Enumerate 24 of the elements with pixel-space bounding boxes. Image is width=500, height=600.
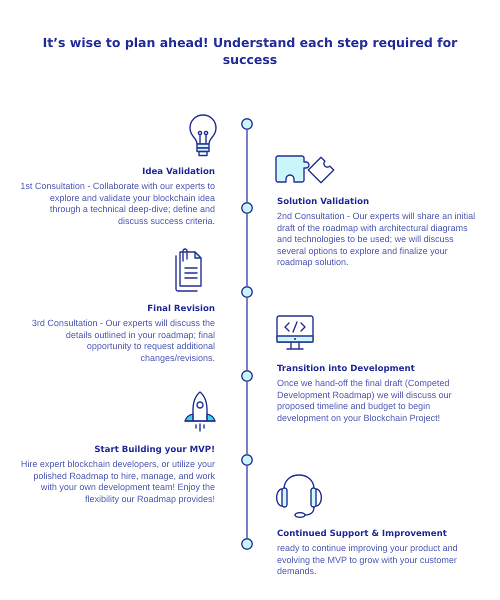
timeline-line <box>246 130 248 202</box>
step-description: 3rd Consultation - Our experts will discuss the details outlined in your roadmap; final opportunity to request additional changes/revisions. <box>30 318 215 364</box>
title: It’s wise to plan ahead! Understand each step required for success <box>42 34 458 68</box>
timeline-dot <box>241 370 253 382</box>
step-heading: Idea Validation <box>141 166 215 178</box>
step-description: Once we hand-off the final draft (Competed Development Roadmap) we will discuss our proposed timeline and budget to begin development on your Blockchain Project! <box>277 378 453 424</box>
step-description: Hire expert blockchain developers, or utilize your polished Roadmap to hire, manage, and work with your own development team! Enjoy the flexibility our Roadmap provides! <box>20 459 215 505</box>
timeline-dot <box>241 202 253 214</box>
timeline-line <box>246 214 248 286</box>
timeline-line <box>246 382 248 454</box>
step-description: 1st Consultation - Collaborate with our experts to explore and validate your blockchain idea through a technical deep-dive; define and discuss success criteria. <box>20 181 215 227</box>
step-description: ready to continue improving your product and evolving the MVP to grow with your customer demands. <box>277 543 459 578</box>
timeline-dot <box>241 454 253 466</box>
timeline-dot <box>241 118 253 130</box>
timeline-line <box>246 298 248 370</box>
step-heading: Solution Validation <box>277 196 370 208</box>
timeline-dot <box>241 538 253 550</box>
step-heading: Final Revision <box>146 303 215 315</box>
timeline-line <box>246 466 248 538</box>
step-heading: Continued Support & Improvement <box>277 528 448 540</box>
timeline-dot <box>241 286 253 298</box>
step-heading: Start Building your MVP! <box>93 444 215 456</box>
step-heading: Transition into Development <box>277 363 416 375</box>
step-description: 2nd Consultation - Our experts will share an initial draft of the roadmap with architectural diagrams and technologies to be used; we will discuss several options to explore and finalize your roadmap solution. <box>277 211 476 268</box>
